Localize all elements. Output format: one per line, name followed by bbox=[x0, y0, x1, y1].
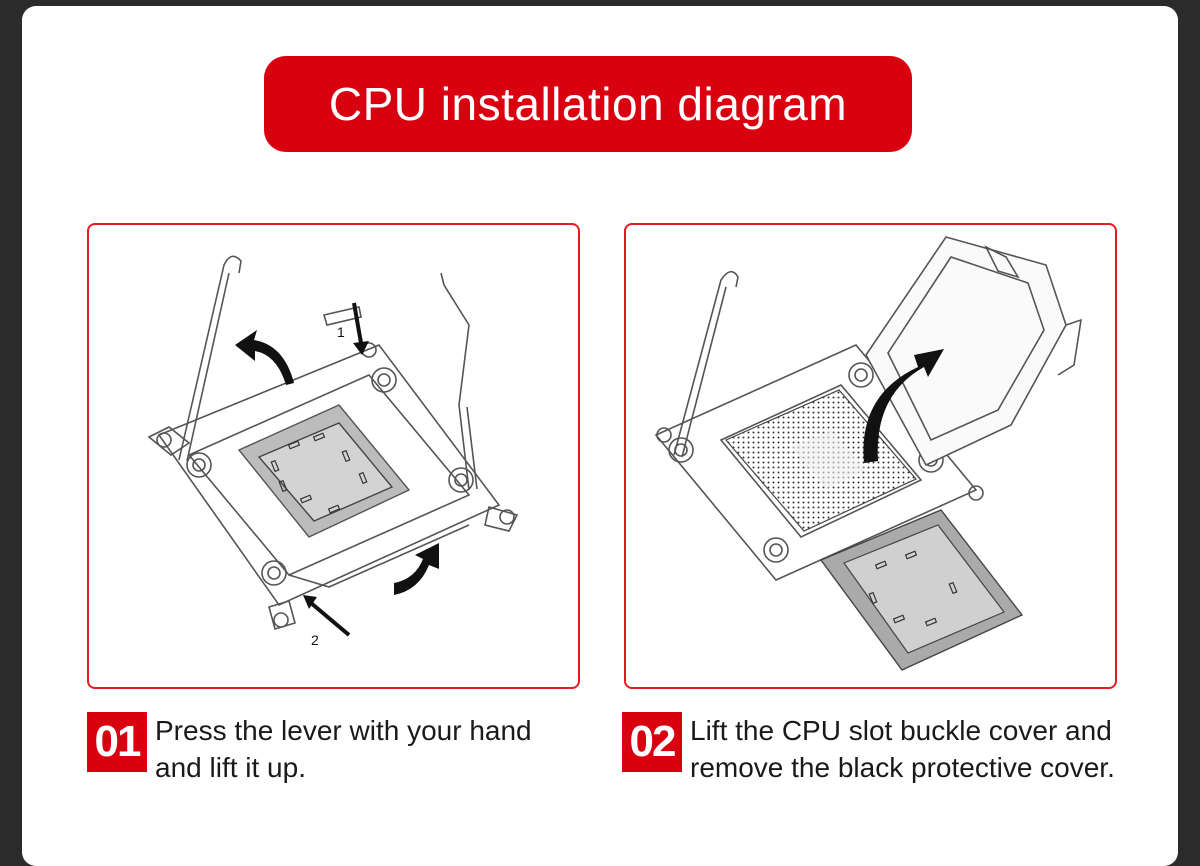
lever-release-illustration: 1 2 bbox=[147, 255, 519, 648]
diagram-panel-1: 1 2 bbox=[87, 223, 580, 689]
step-1-text: Press the lever with your hand and lift … bbox=[155, 715, 532, 783]
step-1-number: 01 bbox=[87, 712, 147, 772]
pointer-arrow-2 bbox=[309, 601, 351, 637]
step-2-number: 02 bbox=[622, 712, 682, 772]
callout-1: 1 bbox=[337, 324, 345, 340]
diagram-panel-2 bbox=[624, 223, 1117, 689]
lift-arrow bbox=[863, 349, 944, 463]
cpu-contacts bbox=[868, 550, 958, 627]
cpu-contacts bbox=[270, 432, 368, 514]
lever-left bbox=[178, 255, 242, 461]
socket-plate bbox=[157, 344, 501, 607]
buckle-cover bbox=[865, 236, 1067, 467]
rotate-arrow-top bbox=[235, 330, 294, 385]
lever-right bbox=[440, 272, 470, 491]
rotate-arrow-bottom bbox=[394, 543, 439, 595]
step-2-text: Lift the CPU slot buckle cover and remov… bbox=[690, 715, 1115, 783]
callout-2: 2 bbox=[311, 632, 319, 648]
lever-left bbox=[673, 270, 739, 456]
cover-removal-illustration bbox=[654, 236, 1082, 671]
socket-plate bbox=[654, 344, 978, 581]
page-title: CPU installation diagram bbox=[264, 56, 912, 152]
pointer-arrow-1 bbox=[352, 302, 363, 344]
